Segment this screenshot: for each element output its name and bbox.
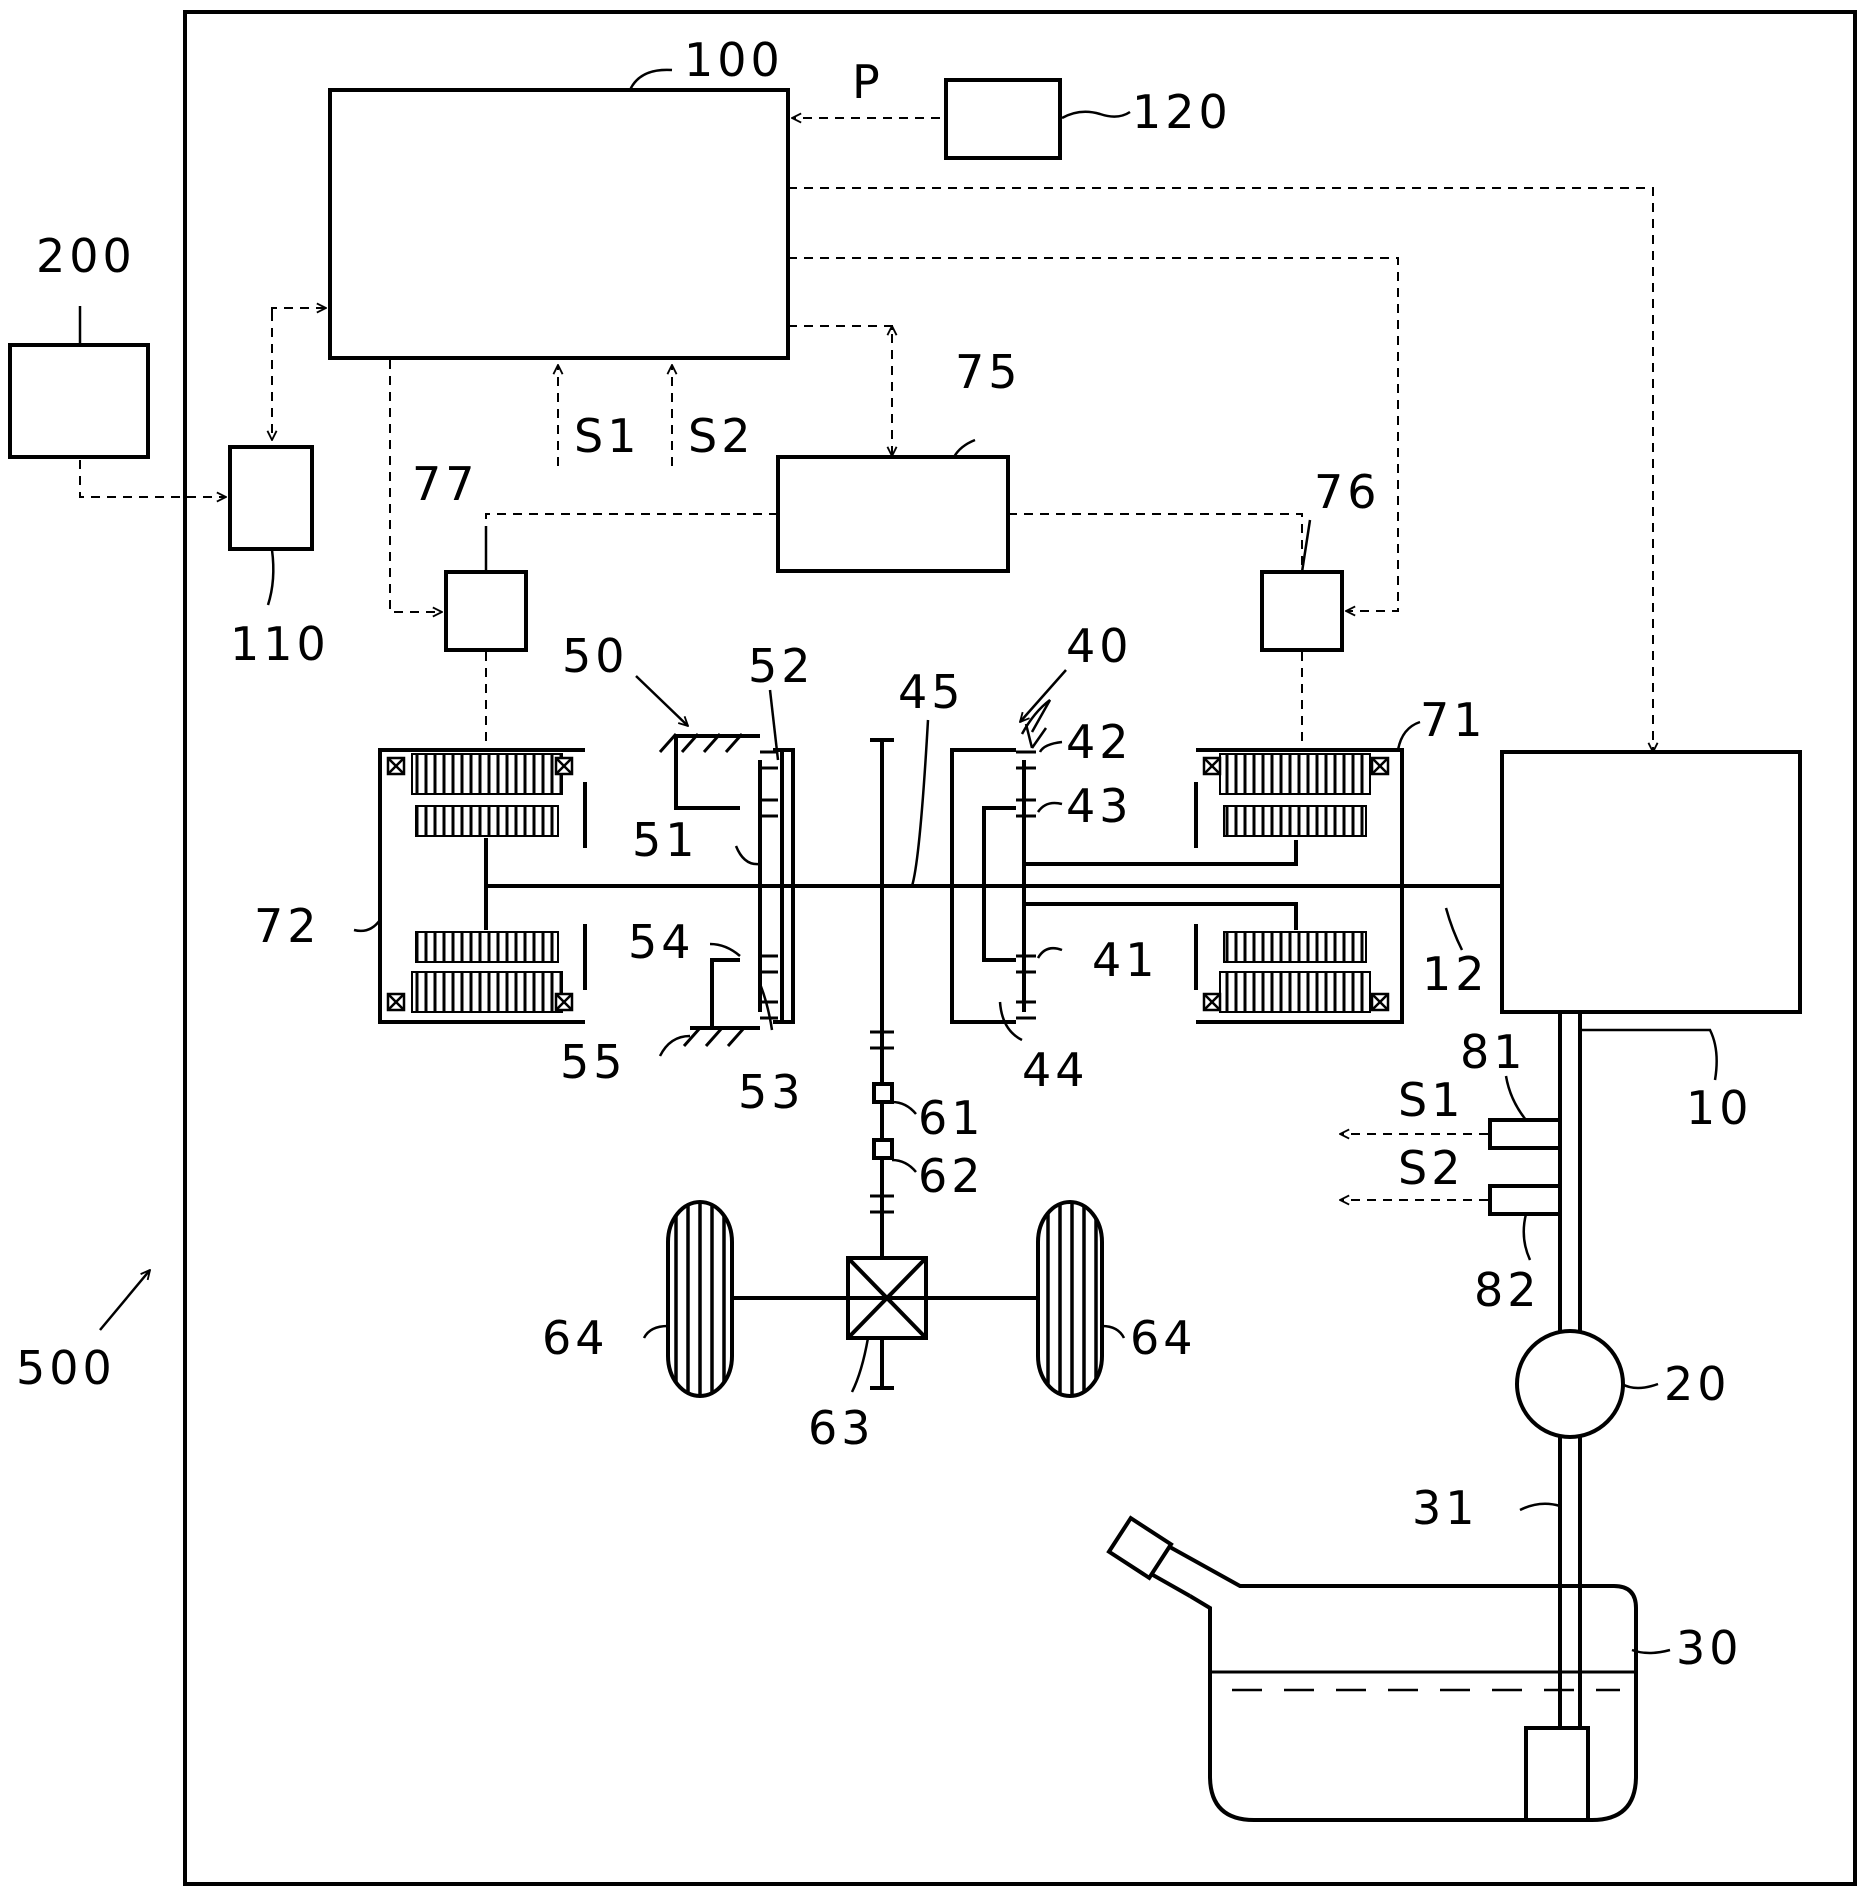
- inverter-76: [1262, 572, 1342, 650]
- label-43: 43: [1066, 779, 1133, 833]
- label-120: 120: [1132, 85, 1232, 139]
- sensor-box-120: [946, 80, 1060, 158]
- arrow-50: [636, 676, 688, 726]
- label-55: 55: [560, 1035, 627, 1089]
- label-81: 81: [1460, 1025, 1527, 1079]
- label-10: 10: [1686, 1081, 1753, 1135]
- engine-10: [1502, 752, 1800, 1012]
- label-64-right: 64: [1130, 1311, 1197, 1365]
- label-44: 44: [1022, 1043, 1089, 1097]
- controller-100: [330, 90, 788, 358]
- sensor-81: [1490, 1120, 1560, 1148]
- arrow-500: [100, 1270, 150, 1330]
- sensor-82: [1490, 1186, 1560, 1214]
- label-76: 76: [1314, 465, 1381, 519]
- label-82: 82: [1474, 1263, 1541, 1317]
- label-s2-sensor: S2: [1398, 1141, 1464, 1195]
- label-62: 62: [918, 1149, 985, 1203]
- label-30: 30: [1676, 1621, 1743, 1675]
- label-72: 72: [254, 899, 321, 953]
- power-control-unit-75: [778, 457, 1008, 571]
- external-device-200: [10, 345, 148, 457]
- label-110: 110: [230, 617, 330, 671]
- label-31: 31: [1412, 1481, 1479, 1535]
- fuel-tank-30: [1109, 1518, 1636, 1820]
- label-51: 51: [632, 813, 699, 867]
- label-s1-sensor: S1: [1398, 1073, 1464, 1127]
- wheel-64-left: [668, 1202, 732, 1396]
- label-40: 40: [1066, 619, 1133, 673]
- label-100: 100: [684, 33, 784, 87]
- label-200: 200: [36, 229, 136, 283]
- label-41: 41: [1092, 933, 1159, 987]
- label-54: 54: [628, 915, 695, 969]
- label-64-left: 64: [542, 1311, 609, 1365]
- label-50: 50: [562, 629, 629, 683]
- label-61: 61: [918, 1091, 985, 1145]
- label-77: 77: [412, 457, 479, 511]
- wheel-64-right: [1038, 1202, 1102, 1396]
- communication-unit-110: [230, 447, 312, 549]
- label-63: 63: [808, 1401, 875, 1455]
- inverter-77: [446, 572, 526, 650]
- label-s2-ctrl: S2: [688, 409, 754, 463]
- label-71: 71: [1420, 693, 1487, 747]
- sensor-62: [874, 1140, 892, 1158]
- label-45: 45: [898, 665, 965, 719]
- label-s1-ctrl: S1: [574, 409, 640, 463]
- label-53: 53: [738, 1065, 805, 1119]
- sensor-61: [874, 1084, 892, 1102]
- leader-lines: [80, 70, 1717, 1653]
- fuel-pump-20: [1517, 1331, 1623, 1437]
- label-20: 20: [1664, 1357, 1731, 1411]
- label-42: 42: [1066, 715, 1133, 769]
- label-500: 500: [16, 1341, 116, 1395]
- reduction-gear-50: [660, 734, 793, 1046]
- reference-labels: 100 P 120 200 S1 S2 75 77 76 110 50 52 4…: [16, 33, 1753, 1675]
- label-p: P: [852, 55, 884, 109]
- label-12: 12: [1422, 947, 1489, 1001]
- label-52: 52: [748, 639, 815, 693]
- label-75: 75: [955, 345, 1022, 399]
